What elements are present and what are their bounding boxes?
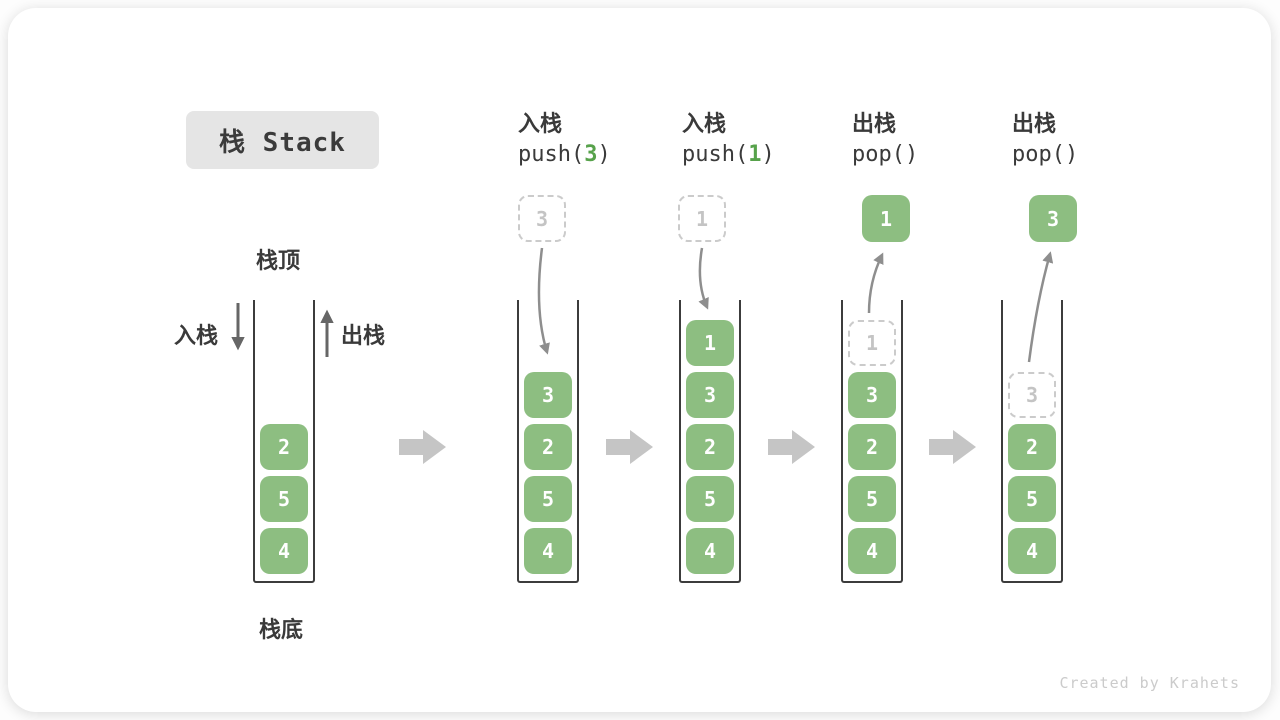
stack-cell: 2 (848, 424, 896, 470)
page-title: 栈 Stack (219, 127, 346, 158)
op-label-pop3: 出栈 (1012, 111, 1057, 136)
popped-value-box-3: 3 (1029, 195, 1077, 242)
stack-top-label: 栈顶 (256, 248, 301, 273)
stack-cell: 5 (1008, 476, 1056, 522)
stack-cell: 4 (260, 528, 308, 574)
stack-cell: 5 (848, 476, 896, 522)
op-label-push1: 入栈 (682, 111, 727, 136)
incoming-value-box-1: 1 (678, 195, 726, 242)
stack-cell: 2 (524, 424, 572, 470)
stack-cell: 2 (260, 424, 308, 470)
op-code-pop3: pop() (1012, 142, 1079, 167)
stack-bottom-label: 栈底 (259, 617, 304, 642)
stack-cell: 3 (848, 372, 896, 418)
title-badge: 栈 Stack (186, 111, 379, 169)
op-code-push1: push(1) (682, 142, 775, 167)
stack-cell: 3 (686, 372, 734, 418)
removed-cell-ghost: 1 (848, 320, 896, 366)
op-label-pop1: 出栈 (852, 111, 897, 136)
stack-cell: 1 (686, 320, 734, 366)
stack-cell: 4 (524, 528, 572, 574)
op-label-push3: 入栈 (518, 111, 563, 136)
stack-cell: 4 (1008, 528, 1056, 574)
incoming-value-box-3: 3 (518, 195, 566, 242)
stack-cell: 5 (260, 476, 308, 522)
stack-cell: 4 (686, 528, 734, 574)
stack-cell: 3 (524, 372, 572, 418)
stack-cell: 2 (686, 424, 734, 470)
watermark: Created by Krahets (1059, 674, 1240, 692)
stack-cell: 5 (524, 476, 572, 522)
op-code-push3: push(3) (518, 142, 611, 167)
removed-cell-ghost: 3 (1008, 372, 1056, 418)
popped-value-box-1: 1 (862, 195, 910, 242)
pushed-value-3: 3 (584, 142, 598, 167)
pushed-value-1: 1 (748, 142, 762, 167)
stack-cell: 2 (1008, 424, 1056, 470)
op-code-pop1: pop() (852, 142, 919, 167)
pop-direction-label: 出栈 (341, 323, 386, 348)
stack-cell: 5 (686, 476, 734, 522)
stack-cell: 4 (848, 528, 896, 574)
push-direction-label: 入栈 (174, 323, 219, 348)
